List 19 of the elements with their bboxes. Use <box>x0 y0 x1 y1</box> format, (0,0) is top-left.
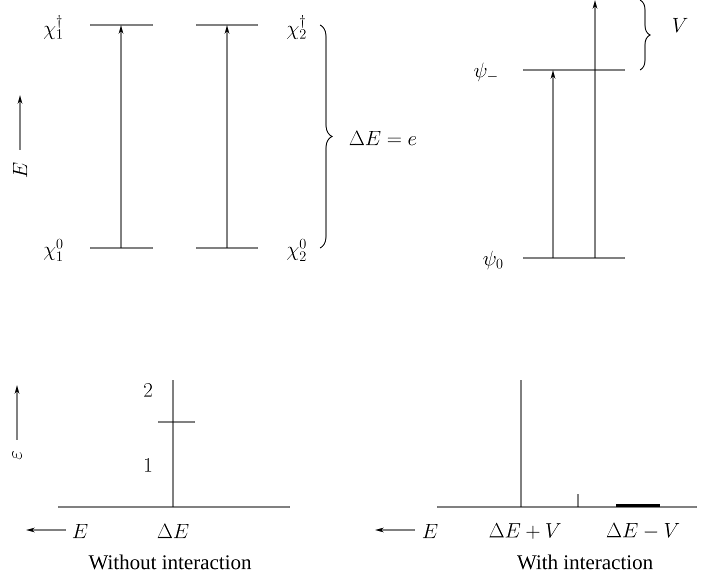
axis-label: $E$ <box>72 524 88 538</box>
energy-level: $\chi_2^0$ <box>196 238 306 261</box>
panel-caption: Without interaction <box>88 554 252 570</box>
energy-level: $\psi_0$ <box>483 250 626 270</box>
energy-level: $\psi_-$ <box>474 62 626 82</box>
tick-label: $\Delta E - V$ <box>606 522 680 538</box>
line-label: $2$ <box>144 382 152 397</box>
tick-label: $\Delta E$ <box>158 523 188 538</box>
axis-label: $E$ <box>12 162 28 178</box>
energy-level: $\chi_2^{\dagger}$ <box>196 14 306 40</box>
axis-label: $\varepsilon$ <box>12 451 22 460</box>
energy-level: $\chi_1^0$ <box>44 238 154 261</box>
energy-level: $\chi_1^{\dagger}$ <box>44 14 154 40</box>
panel-caption: With interaction <box>516 554 653 570</box>
brace-label: $V$ <box>672 18 688 33</box>
axis-label: $E$ <box>422 524 438 538</box>
line-label: $1$ <box>145 458 152 472</box>
tick-label: $\Delta E + V$ <box>489 522 561 539</box>
brace-label: $\Delta E = e$ <box>350 130 416 146</box>
